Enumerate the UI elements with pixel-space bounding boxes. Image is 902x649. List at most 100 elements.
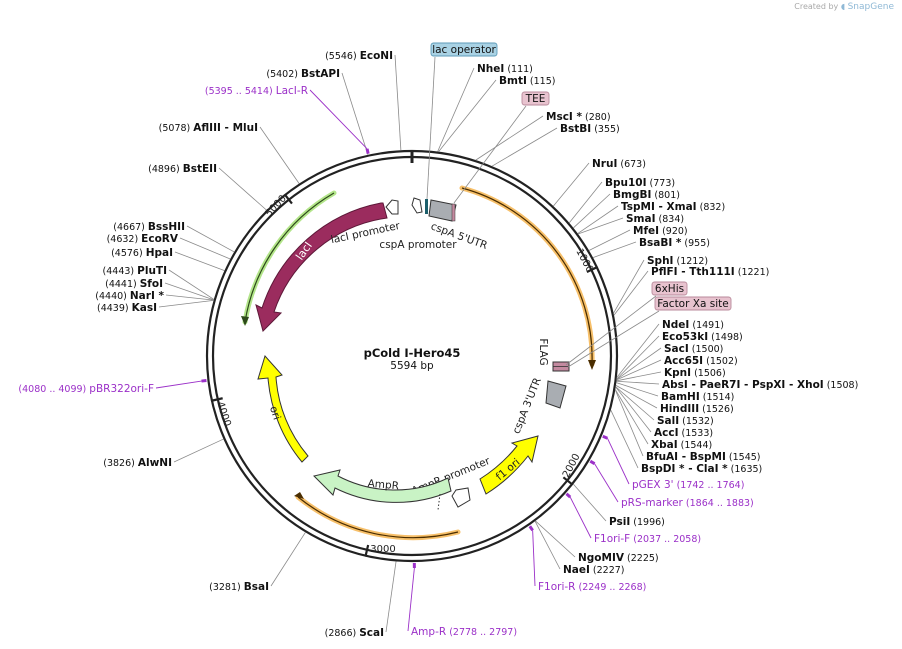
enzyme-site-mfei[interactable]: MfeI (920) [633, 225, 688, 237]
tag-leader-lac-operator [426, 56, 436, 200]
enzyme-site-pluti[interactable]: (4443) PluTI [103, 265, 167, 277]
enzyme-site-pflfi-tth111i[interactable]: PflFI - Tth111I (1221) [651, 266, 769, 278]
enzyme-position: (1491) [689, 320, 724, 331]
enzyme-name: KpnI [664, 367, 691, 379]
enzyme-name: EcoNI [360, 50, 393, 62]
primer-position: (5395 .. 5414) [205, 86, 276, 97]
primer-leader-pbr322ori-f [155, 380, 202, 389]
enzyme-site-ndei[interactable]: NdeI (1491) [662, 319, 724, 331]
plasmid-name: pCold I-Hero45 [364, 346, 461, 360]
enzyme-site-alwni[interactable]: (3826) AlwNI [103, 457, 172, 469]
enzyme-leader-msci [475, 115, 544, 161]
enzyme-name: BstEII [183, 163, 217, 175]
primer-site-pbr322ori-f[interactable]: (4080 .. 4099) pBR322ori-F [18, 383, 154, 395]
enzyme-site-bmgbi[interactable]: BmgBI (801) [613, 189, 680, 201]
enzyme-site-naei[interactable]: NaeI (2227) [563, 564, 625, 576]
enzyme-name: Eco53kI [662, 331, 708, 343]
enzyme-site-bsai[interactable]: (3281) BsaI [209, 581, 269, 593]
tag-box-6xhis[interactable] [651, 281, 688, 296]
enzyme-leader-sali [615, 386, 655, 421]
tag-label-factor-xa-site: Factor Xa site [657, 298, 728, 310]
enzyme-site-ngomiv[interactable]: NgoMIV (2225) [578, 552, 659, 564]
enzyme-leader-ngomiv [535, 520, 576, 558]
enzyme-position: (1508) [824, 380, 859, 391]
enzyme-site-bsteii[interactable]: (4896) BstEII [148, 163, 217, 175]
enzyme-site-kpni[interactable]: KpnI (1506) [664, 367, 726, 379]
enzyme-leader-bsai [270, 532, 306, 587]
feature-cspA-promoter-label: cspA promoter [379, 239, 457, 251]
enzyme-site-smai[interactable]: SmaI (834) [626, 213, 684, 225]
enzyme-site-bspdi-clai[interactable]: BspDI * - ClaI * (1635) [641, 463, 762, 475]
enzyme-site-xbai[interactable]: XbaI (1544) [651, 439, 712, 451]
plasmid-center: pCold I-Hero45 5594 bp [364, 346, 461, 372]
enzyme-site-bmti[interactable]: BmtI (115) [499, 75, 555, 87]
enzyme-site-psii[interactable]: PsiI (1996) [609, 516, 665, 528]
enzyme-position: (3826) [103, 458, 138, 469]
primer-site-f1ori-r[interactable]: F1ori-R (2249 .. 2268) [538, 581, 646, 593]
ruler-label-1000: 1000 [573, 247, 595, 275]
lacI-orf-arrowhead [241, 316, 249, 326]
enzyme-position: (1500) [689, 344, 724, 355]
enzyme-site-eco53ki[interactable]: Eco53kI (1498) [662, 331, 743, 343]
enzyme-site-hpai[interactable]: (4576) HpaI [111, 247, 173, 259]
plasmid-backbone [205, 149, 619, 563]
enzyme-site-bpu10i[interactable]: Bpu10I (773) [605, 177, 675, 189]
enzyme-site-saci[interactable]: SacI (1500) [664, 343, 723, 355]
enzyme-site-absi-paer7i-pspxi-xhoi[interactable]: AbsI - PaeR7I - PspXI - XhoI (1508) [662, 379, 858, 391]
enzyme-leader-mfei [588, 229, 631, 251]
primer-site-f1ori-f[interactable]: F1ori-F (2037 .. 2058) [594, 533, 701, 545]
enzyme-leader-bstbi [491, 127, 558, 167]
enzyme-site-econi[interactable]: (5546) EcoNI [325, 50, 393, 62]
feature-flag-label: FLAG [537, 338, 549, 365]
enzyme-site-nrui[interactable]: NruI (673) [592, 158, 646, 170]
primer-site-amp-r[interactable]: Amp-R (2778 .. 2797) [411, 626, 517, 638]
primer-leader-prs-marker [594, 463, 619, 503]
enzyme-site-ecorv[interactable]: (4632) EcoRV [107, 233, 179, 245]
primer-site-prs-marker[interactable]: pRS-marker (1864 .. 1883) [621, 497, 754, 509]
enzyme-site-msci[interactable]: MscI * (280) [546, 111, 611, 123]
enzyme-site-bstbi[interactable]: BstBI (355) [560, 123, 620, 135]
tag-box-lac-operator[interactable] [430, 42, 498, 57]
enzyme-site-sali[interactable]: SalI (1532) [657, 415, 714, 427]
tag-box-tee[interactable] [521, 91, 550, 106]
enzyme-site-nari[interactable]: (4440) NarI * [95, 290, 164, 302]
enzyme-site-afliii-mlui[interactable]: (5078) AflIII - MluI [159, 122, 258, 134]
enzyme-site-bstapi[interactable]: (5402) BstAPI [266, 68, 340, 80]
enzyme-site-sfoi[interactable]: (4441) SfoI [105, 278, 163, 290]
enzyme-site-hindiii[interactable]: HindIII (1526) [660, 403, 734, 415]
primer-site-pgex-3[interactable]: pGEX 3' (1742 .. 1764) [632, 479, 744, 491]
tag-leader-factor-xa-site [567, 310, 660, 368]
enzyme-name: SalI [657, 415, 679, 427]
enzyme-site-bsshii[interactable]: (4667) BssHII [113, 221, 185, 233]
enzyme-leader-nhei [437, 67, 475, 152]
enzyme-position: (955) [681, 238, 710, 249]
enzyme-site-bamhi[interactable]: BamHI (1514) [661, 391, 734, 403]
primer-site-laci-r[interactable]: (5395 .. 5414) LacI-R [205, 85, 308, 97]
feature-ampR-label: AmpR [367, 478, 399, 493]
enzyme-position: (1502) [703, 356, 738, 367]
ampR-arrow [313, 469, 452, 503]
enzyme-site-sphi[interactable]: SphI (1212) [647, 255, 708, 267]
snapgene-credit: Created by ◖ SnapGene [794, 2, 894, 12]
enzyme-leader-kpni [616, 371, 662, 382]
enzyme-name: TspMI - XmaI [621, 201, 697, 213]
enzyme-name: AflIII - MluI [193, 122, 258, 134]
enzyme-site-tspmi-xmai[interactable]: TspMI - XmaI (832) [621, 201, 725, 213]
enzyme-leader-psii [573, 483, 607, 522]
enzyme-site-kasi[interactable]: (4439) KasI [97, 302, 157, 314]
enzyme-site-acci[interactable]: AccI (1533) [654, 427, 713, 439]
enzyme-name: SfoI [140, 278, 163, 290]
tag-box-factor-xa-site[interactable] [654, 296, 732, 311]
enzyme-site-bsabi[interactable]: BsaBI * (955) [639, 237, 710, 249]
enzyme-leader-pflfi-tth111i [613, 270, 649, 316]
enzyme-site-bfuai-bspmi[interactable]: BfuAI - BspMI (1545) [646, 451, 760, 463]
enzyme-leader-sphi [613, 259, 645, 314]
snapgene-logo-icon: ◖ [840, 2, 846, 11]
enzyme-leader-bamhi [616, 382, 659, 397]
ampR-orf-bracket [295, 494, 461, 541]
enzyme-site-acc65i[interactable]: Acc65I (1502) [664, 355, 738, 367]
enzyme-site-scai[interactable]: (2866) ScaI [325, 627, 384, 639]
enzyme-site-nhei[interactable]: NheI (111) [477, 63, 533, 75]
enzyme-position: (1545) [726, 452, 761, 463]
enzyme-name: MfeI [633, 225, 659, 237]
